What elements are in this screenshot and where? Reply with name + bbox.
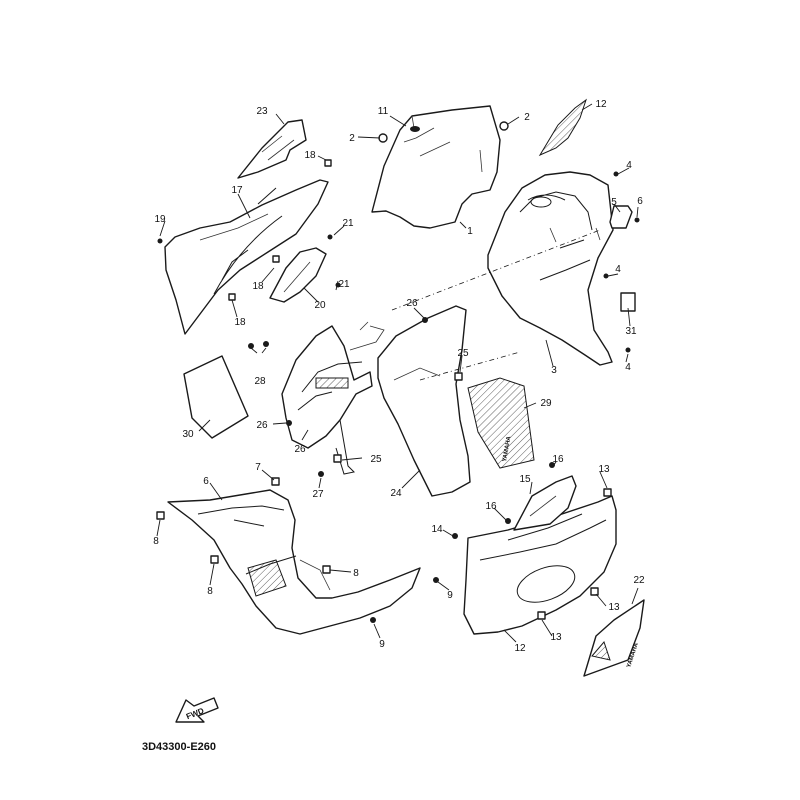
part-17-side-cover xyxy=(164,179,329,335)
part-30-panel xyxy=(183,355,249,439)
callout-4a: 4 xyxy=(626,160,632,171)
leader-lines xyxy=(156,103,639,643)
callout-2b: 2 xyxy=(524,112,530,123)
callout-30: 30 xyxy=(182,429,194,440)
callout-24: 24 xyxy=(390,488,402,499)
callout-25b: 25 xyxy=(370,454,382,465)
part-23-deflector xyxy=(237,119,307,179)
callout-17: 17 xyxy=(231,185,243,196)
callout-4b: 4 xyxy=(615,264,621,275)
callout-13c: 13 xyxy=(550,632,562,643)
callout-8c: 8 xyxy=(207,586,213,597)
callout-9b: 9 xyxy=(379,639,385,650)
callout-14: 14 xyxy=(431,524,443,535)
callout-8a: 7 xyxy=(255,462,261,473)
drawing-code: 3D43300-E260 xyxy=(142,741,216,753)
part-5-bracket xyxy=(609,205,633,229)
callout-10: 11 xyxy=(378,106,389,117)
part-15-lens xyxy=(513,475,577,531)
callout-22: 22 xyxy=(633,575,645,586)
callout-13a: 13 xyxy=(598,464,610,475)
part-3-front-cover xyxy=(487,171,614,366)
part-11-emblem xyxy=(538,98,587,157)
callout-29: 29 xyxy=(540,398,552,409)
fwd-arrow-icon: FWD xyxy=(175,697,219,723)
callout-18a: 18 xyxy=(304,150,316,161)
part-7-leg-shield xyxy=(167,489,421,635)
callout-labels: 23 11 2 2 12 18 17 19 21 21 18 18 20 1 4… xyxy=(153,99,645,654)
callout-23: 23 xyxy=(256,106,268,117)
callout-26a: 26 xyxy=(406,298,418,309)
callout-9a: 9 xyxy=(447,590,453,601)
part-20-side-panel xyxy=(269,247,327,303)
part-1-windshield xyxy=(371,105,501,229)
callout-5: 5 xyxy=(611,197,617,208)
callout-1: 1 xyxy=(467,226,473,237)
part-12-lower-cover xyxy=(463,495,617,635)
callout-18b: 18 xyxy=(252,281,264,292)
callout-2a: 2 xyxy=(349,133,355,144)
callout-25a: 25 xyxy=(457,348,469,359)
callout-21a: 21 xyxy=(342,218,354,229)
callout-27: 27 xyxy=(312,489,324,500)
callout-16a: 16 xyxy=(485,501,497,512)
callout-8b: 8 xyxy=(153,536,159,547)
callout-8d: 8 xyxy=(353,568,359,579)
callout-4c: 4 xyxy=(625,362,631,373)
callout-13b: 13 xyxy=(608,602,620,613)
callout-15: 15 xyxy=(519,474,531,485)
part-29-decal xyxy=(467,377,535,469)
callout-31: 31 xyxy=(625,326,637,337)
callout-28: 28 xyxy=(254,376,266,387)
part-29-brand-text: YAMAHA xyxy=(502,435,513,462)
callout-6: 6 xyxy=(637,196,643,207)
callout-20: 20 xyxy=(314,300,326,311)
callout-26c: 26 xyxy=(294,444,306,455)
callout-3: 3 xyxy=(551,365,557,376)
callout-19: 19 xyxy=(154,214,166,225)
part-24-center-cover xyxy=(377,305,471,497)
callout-16b: 16 xyxy=(552,454,564,465)
callout-18c: 18 xyxy=(234,317,246,328)
callout-12: 12 xyxy=(514,643,526,654)
callout-7: 6 xyxy=(203,476,209,487)
callout-11: 12 xyxy=(595,99,607,110)
callout-21b: 21 xyxy=(338,279,350,290)
callout-26b: 26 xyxy=(256,420,268,431)
